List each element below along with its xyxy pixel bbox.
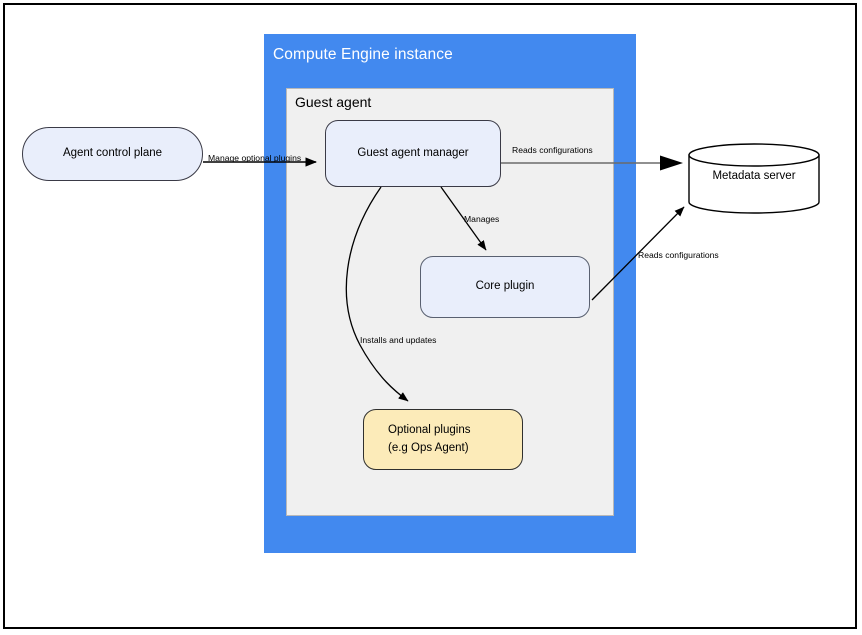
container-label-compute-engine-instance: Compute Engine instance [273,46,453,63]
node-guest-agent-manager[interactable]: Guest agent manager [325,120,501,187]
edge-label-manage-optional-plugins: Manage optional plugins [208,153,302,163]
edge-label-reads-configurations-core: Reads configurations [638,250,719,260]
node-label-optional-plugins: Optional plugins (e.g Ops Agent) [388,423,471,454]
node-label-core-plugin: Core plugin [475,280,535,293]
node-core-plugin[interactable]: Core plugin [420,256,590,318]
node-agent-control-plane[interactable]: Agent control plane [22,127,203,181]
container-label-guest-agent: Guest agent [295,94,372,110]
node-label-agent-control-plane: Agent control plane [62,147,163,160]
edge-label-installs-and-updates: Installs and updates [360,335,437,345]
edge-label-reads-configurations-manager: Reads configurations [512,145,593,155]
node-optional-plugins[interactable]: Optional plugins (e.g Ops Agent) [363,409,523,470]
edge-label-manages: Manages [464,214,500,224]
node-label-metadata-server: Metadata server [712,170,796,182]
node-metadata-server[interactable] [688,143,820,214]
node-label-guest-agent-manager: Guest agent manager [357,146,469,159]
